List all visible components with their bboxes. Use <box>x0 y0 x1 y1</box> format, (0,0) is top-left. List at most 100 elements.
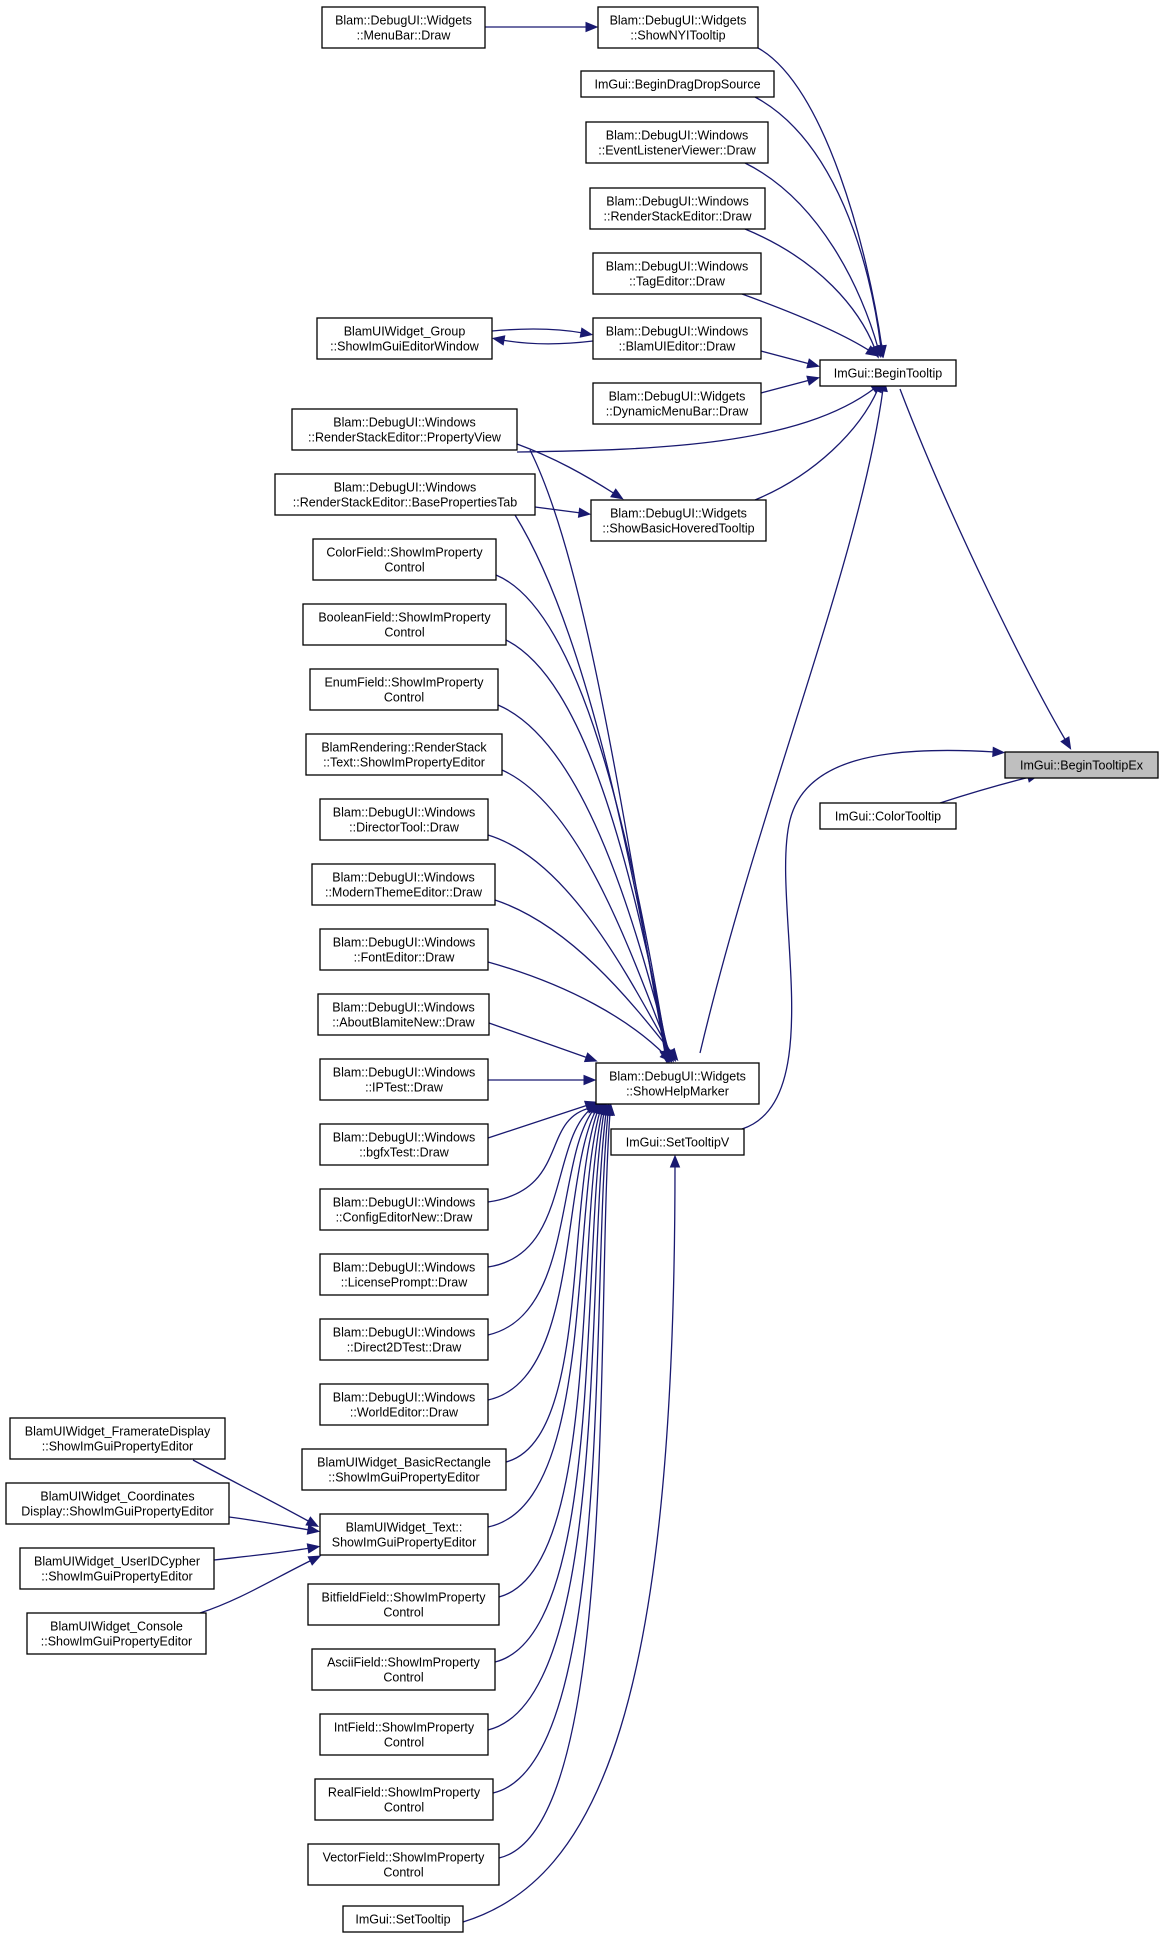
node-worldeditor[interactable]: Blam::DebugUI::Windows::WorldEditor::Dra… <box>319 1383 489 1426</box>
node-begintooltip[interactable]: ImGui::BeginTooltip <box>819 359 957 387</box>
edge-line <box>487 1112 607 1731</box>
node-configeditor[interactable]: Blam::DebugUI::Windows::ConfigEditorNew:… <box>319 1188 489 1231</box>
node-box <box>314 1778 494 1821</box>
node-label-line: ColorField::ShowImProperty <box>326 546 483 560</box>
node-label-line: Blam::DebugUI::Widgets <box>335 14 472 28</box>
node-label-line: ImGui::BeginDragDropSource <box>594 78 760 92</box>
edge-arrowhead <box>659 1049 673 1063</box>
node-box <box>9 1417 226 1460</box>
node-label-line: Blam::DebugUI::Windows <box>334 481 476 495</box>
node-bgfxtest[interactable]: Blam::DebugUI::Windows::bgfxTest::Draw <box>319 1123 489 1166</box>
node-label-line: AsciiField::ShowImProperty <box>327 1656 481 1670</box>
node-directortool[interactable]: Blam::DebugUI::Windows::DirectorTool::Dr… <box>319 798 489 841</box>
node-uiwidget_text[interactable]: BlamUIWidget_Text::ShowImGuiPropertyEdit… <box>319 1513 489 1556</box>
edge-arrowhead <box>491 335 506 346</box>
node-rse_basetab[interactable]: Blam::DebugUI::Windows::RenderStackEdito… <box>274 473 536 516</box>
edge-useridcypher-to-uiwidget_text <box>213 1543 321 1561</box>
node-useridcypher[interactable]: BlamUIWidget_UserIDCypher::ShowImGuiProp… <box>19 1547 215 1590</box>
node-settooltipv[interactable]: ImGui::SetTooltipV <box>610 1128 745 1156</box>
node-label-line: BlamUIWidget_Coordinates <box>40 1490 194 1504</box>
node-label-line: Blam::DebugUI::Windows <box>606 195 748 209</box>
node-begindragdrop[interactable]: ImGui::BeginDragDropSource <box>580 70 775 98</box>
edge-line <box>487 1109 597 1401</box>
edge-line <box>501 339 594 345</box>
node-label-line: Blam::DebugUI::Windows <box>333 936 475 950</box>
node-settooltip[interactable]: ImGui::SetTooltip <box>342 1905 464 1933</box>
node-label-line: Blam::DebugUI::Widgets <box>610 14 747 28</box>
node-box <box>311 1648 496 1691</box>
edge-arrowhead <box>806 375 820 386</box>
node-box <box>589 187 766 230</box>
node-direct2d[interactable]: Blam::DebugUI::Windows::Direct2DTest::Dr… <box>319 1318 489 1361</box>
edge-line <box>487 1104 589 1139</box>
node-aboutblamite[interactable]: Blam::DebugUI::Windows::AboutBlamiteNew:… <box>317 993 490 1036</box>
edge-settooltip-to-settooltipv <box>462 1154 681 1923</box>
edge-line <box>741 749 996 1130</box>
node-box <box>592 382 762 425</box>
node-rse_propview[interactable]: Blam::DebugUI::Windows::RenderStackEdito… <box>291 408 518 451</box>
node-showhelpmarker[interactable]: Blam::DebugUI::Widgets::ShowHelpMarker <box>595 1062 760 1105</box>
edge-arrowhead <box>585 21 599 33</box>
node-dynamicmenubar[interactable]: Blam::DebugUI::Widgets::DynamicMenuBar::… <box>592 382 762 425</box>
node-box <box>590 499 767 542</box>
node-rstext[interactable]: BlamRendering::RenderStack::Text::ShowIm… <box>305 733 503 776</box>
node-box <box>319 1123 489 1166</box>
edge-line <box>487 1107 593 1268</box>
node-box <box>610 1128 745 1156</box>
node-iptest[interactable]: Blam::DebugUI::Windows::IPTest::Draw <box>319 1058 489 1101</box>
node-colortooltip[interactable]: ImGui::ColorTooltip <box>819 802 957 830</box>
node-box <box>585 121 769 164</box>
node-label-line: ImGui::BeginTooltip <box>834 367 942 381</box>
node-label-line: Blam::DebugUI::Windows <box>333 1326 475 1340</box>
node-label-line: ::TagEditor::Draw <box>629 275 726 289</box>
node-showimgui_group[interactable]: BlamUIWidget_Group::ShowImGuiEditorWindo… <box>316 317 493 360</box>
node-shownyitooltip[interactable]: Blam::DebugUI::Widgets::ShowNYITooltip <box>597 6 759 49</box>
node-tageditor[interactable]: Blam::DebugUI::Windows::TagEditor::Draw <box>592 252 762 295</box>
node-label-line: ::Text::ShowImPropertyEditor <box>323 756 485 770</box>
node-fonteditor[interactable]: Blam::DebugUI::Windows::FontEditor::Draw <box>319 928 489 971</box>
edge-arrowhead <box>577 507 592 518</box>
edge-line <box>494 1111 605 1663</box>
node-coordinates[interactable]: BlamUIWidget_CoordinatesDisplay::ShowImG… <box>5 1482 230 1525</box>
node-blamuieditor[interactable]: Blam::DebugUI::Windows::BlamUIEditor::Dr… <box>592 317 762 360</box>
edge-line <box>939 776 1031 804</box>
edge-arrowhead <box>583 1052 598 1063</box>
edge-worldeditor-to-showhelpmarker <box>487 1100 601 1401</box>
node-console[interactable]: BlamUIWidget_Console::ShowImGuiPropertyE… <box>26 1612 207 1655</box>
node-label-line: ImGui::SetTooltip <box>355 1913 450 1927</box>
edge-shownyitooltip-to-begintooltip <box>757 47 887 359</box>
edge-basicrect-to-showhelpmarker <box>505 1100 603 1463</box>
node-licenseprompt[interactable]: Blam::DebugUI::Windows::LicensePrompt::D… <box>319 1253 489 1296</box>
edge-line <box>757 47 883 349</box>
edge-arrowhead <box>610 488 624 500</box>
node-label-line: Control <box>384 691 424 705</box>
node-eventlistener[interactable]: Blam::DebugUI::Windows::EventListenerVie… <box>585 121 769 164</box>
edge-settooltipv-to-begintooltipex <box>741 746 1006 1130</box>
node-showbasichovered[interactable]: Blam::DebugUI::Widgets::ShowBasicHovered… <box>590 499 767 542</box>
node-box <box>305 733 503 776</box>
node-rse_draw[interactable]: Blam::DebugUI::Windows::RenderStackEdito… <box>589 187 766 230</box>
edge-line <box>505 639 669 1054</box>
node-label-line: ::DirectorTool::Draw <box>349 821 460 835</box>
node-label-line: ::FontEditor::Draw <box>354 951 456 965</box>
node-moderntheme[interactable]: Blam::DebugUI::Windows::ModernThemeEdito… <box>311 863 496 906</box>
node-box <box>319 798 489 841</box>
node-basicrect[interactable]: BlamUIWidget_BasicRectangle::ShowImGuiPr… <box>301 1448 507 1491</box>
edge-coordinates-to-uiwidget_text <box>228 1516 321 1535</box>
node-label-line: BlamUIWidget_Console <box>50 1620 183 1634</box>
edge-line <box>498 1111 603 1598</box>
node-framerate[interactable]: BlamUIWidget_FramerateDisplay::ShowImGui… <box>9 1417 226 1460</box>
node-box <box>592 252 762 295</box>
node-label-line: BlamRendering::RenderStack <box>321 741 487 755</box>
node-label-line: ::ShowImGuiPropertyEditor <box>41 1570 192 1584</box>
node-menubar[interactable]: Blam::DebugUI::Widgets::MenuBar::Draw <box>321 6 486 49</box>
node-label-line: ::DynamicMenuBar::Draw <box>606 405 749 419</box>
